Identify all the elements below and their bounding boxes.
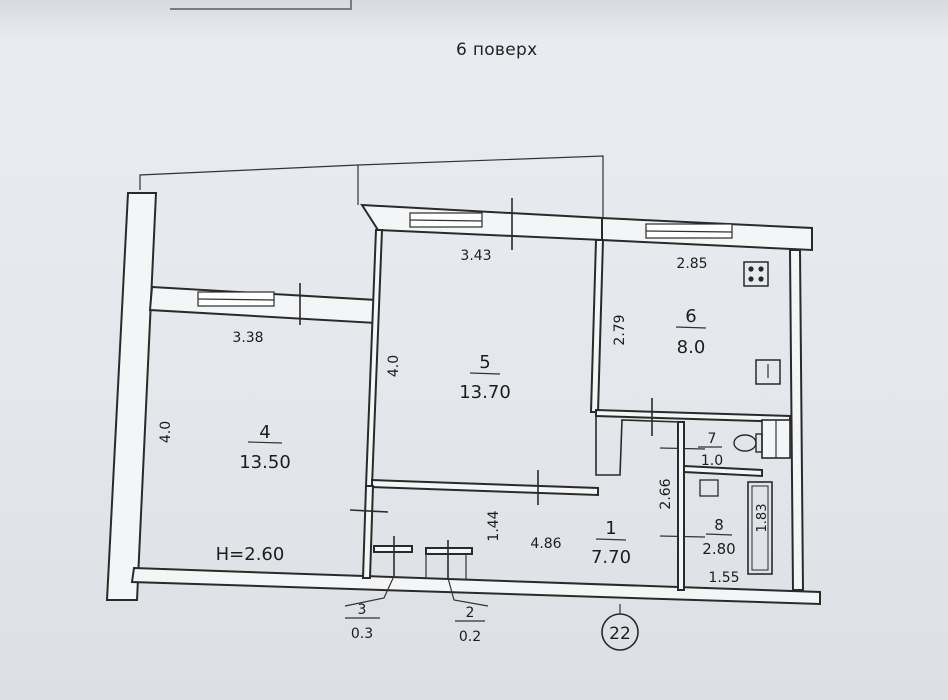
closet2-number: 2 <box>466 605 475 621</box>
closet3-leader <box>344 575 395 607</box>
paper-edge <box>170 0 352 10</box>
room1-area: 7.70 <box>591 547 631 568</box>
room7-number: 7 <box>708 431 717 447</box>
closet3-area: 0.3 <box>351 626 373 642</box>
bottom-exterior-wall <box>130 566 821 606</box>
room8-number: 8 <box>714 516 724 534</box>
room4-height-dimension: 4.0 <box>158 421 174 443</box>
room6-height-dimension: 2.79 <box>612 314 628 345</box>
burner-icon <box>758 276 764 282</box>
room6-width-dimension: 2.85 <box>676 256 707 272</box>
hall-door-mark <box>349 509 389 513</box>
left-exterior-wall <box>105 192 158 601</box>
closet2-leader <box>447 577 489 607</box>
hall-width-dimension: 1.44 <box>486 510 502 541</box>
room4-window-pane <box>197 298 275 301</box>
room7-area: 1.0 <box>701 453 723 469</box>
toilet-tank-icon <box>755 433 763 453</box>
room5-width-dimension: 3.43 <box>460 248 491 264</box>
room1-fraction <box>595 538 627 541</box>
room8-fraction <box>705 533 733 536</box>
room1-number: 1 <box>605 518 616 539</box>
room5-height-dimension: 4.0 <box>386 355 402 377</box>
room6-window-pane <box>645 230 733 233</box>
bath-left-wall <box>677 421 685 591</box>
closet2-area: 0.2 <box>459 629 481 645</box>
floor-label: 6 поверх <box>456 40 538 60</box>
room4-area: 13.50 <box>239 452 291 473</box>
bathtub-icon <box>747 481 773 575</box>
hall-length-dimension: 4.86 <box>530 536 561 552</box>
room4-width-dimension: 3.38 <box>232 330 263 346</box>
page-top-shadow <box>0 0 948 38</box>
toilet-bath-wall <box>683 464 763 478</box>
closet3-number: 3 <box>358 602 367 618</box>
room6-area: 8.0 <box>677 337 706 358</box>
wall-4-5 <box>364 229 384 487</box>
room8-area: 2.80 <box>702 540 735 558</box>
room4-fraction <box>247 441 283 444</box>
right-exterior-wall <box>788 249 805 591</box>
tub-length-dimension: 1.83 <box>755 504 770 533</box>
room5-fraction <box>469 372 501 375</box>
sink-icon <box>699 479 719 497</box>
burner-icon <box>748 276 754 282</box>
room6-number: 6 <box>685 306 696 327</box>
corridor-niche <box>595 416 681 476</box>
burner-icon <box>758 266 764 272</box>
kitchen-sink-icon <box>755 359 781 385</box>
room5-area: 13.70 <box>459 382 511 403</box>
toilet-icon <box>733 434 757 452</box>
bathtub-inner <box>751 485 769 571</box>
burner-icon <box>748 266 754 272</box>
stove-icon <box>743 261 769 287</box>
room6-fraction <box>675 326 707 329</box>
bath-height-dimension: 2.66 <box>658 478 674 509</box>
apartment-number-circle <box>601 613 639 651</box>
wall-5-hall <box>371 478 599 497</box>
ceiling-height: H=2.60 <box>216 544 285 565</box>
bath-width-dimension: 1.55 <box>708 570 739 586</box>
closet3-front <box>373 545 413 553</box>
apartment-number: 22 <box>609 624 631 644</box>
room5-number: 5 <box>479 352 490 373</box>
closet2-front <box>425 547 473 555</box>
wall-hall-left <box>361 485 375 579</box>
room5-window-pane <box>409 219 483 222</box>
room4-number: 4 <box>259 422 270 443</box>
wall-5-6 <box>589 239 605 413</box>
